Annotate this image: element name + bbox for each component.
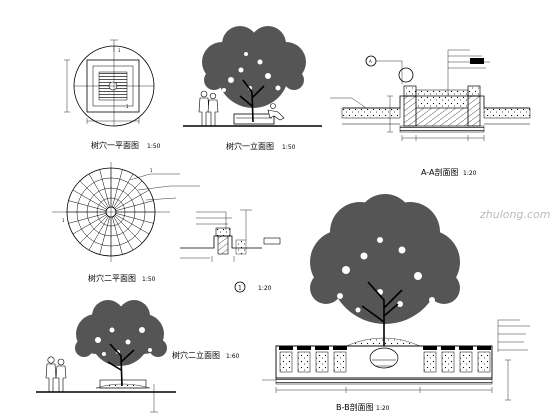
radial-paving-joint <box>115 189 150 210</box>
title-plan1: 树穴一平面图 <box>91 140 139 150</box>
radial-paving-joint <box>68 213 107 224</box>
radial-paving-joint <box>115 200 154 211</box>
radial-paving-joint <box>112 216 123 255</box>
title-elev1: 树穴一立面图 <box>226 141 274 151</box>
paver-block <box>477 351 491 373</box>
radial-paving-joint <box>112 169 123 208</box>
tree-pit-1-elevation <box>183 26 322 127</box>
radial-paving-joint <box>114 180 143 209</box>
paver-cap <box>333 346 347 350</box>
svg-text:A: A <box>369 59 372 64</box>
tree-pit-1-plan: 1 1 <box>64 39 155 127</box>
paver-block <box>423 351 437 373</box>
paver-cap <box>459 346 473 350</box>
title-detail1: 1 <box>238 285 242 292</box>
section-aa: A <box>330 49 531 141</box>
radial-paving-joint <box>88 173 109 208</box>
title-sect-aa: A-A剖面图 <box>421 167 458 177</box>
paver-block <box>333 351 347 373</box>
paver-block <box>441 351 455 373</box>
paver-cap <box>315 346 329 350</box>
radial-paving-joint <box>68 200 107 211</box>
section-bb <box>262 194 530 401</box>
detail-1 <box>180 209 281 293</box>
radial-paving-joint <box>113 173 134 208</box>
scale-elev2: 1:60 <box>226 353 240 360</box>
radial-paving-joint <box>115 214 150 235</box>
paver-block <box>459 351 473 373</box>
radial-paving-joint <box>88 216 109 251</box>
scale-sect-aa: 1:20 <box>463 170 477 177</box>
paver-cap <box>477 346 491 350</box>
radial-paving-joint <box>114 215 143 244</box>
radial-paving-joint <box>99 216 110 255</box>
svg-text:1: 1 <box>62 218 65 223</box>
svg-text:1: 1 <box>126 104 129 109</box>
title-sect-bb: B-B剖面图 <box>336 402 374 412</box>
scale-plan2: 1:50 <box>142 276 156 283</box>
paver-block <box>315 351 329 373</box>
radial-paving-joint <box>79 180 108 209</box>
watermark: zhulong.com <box>479 208 550 221</box>
paver-cap <box>441 346 455 350</box>
radial-paving-joint <box>99 169 110 208</box>
scale-detail1: 1:20 <box>258 285 272 292</box>
title-elev2: 树穴二立面图 <box>172 350 220 360</box>
scale-sect-bb: 1:20 <box>376 405 390 412</box>
paver-cap <box>297 346 311 350</box>
paver-cap <box>423 346 437 350</box>
tree-pit-2-plan: 1 1 <box>52 162 200 262</box>
radial-paving-joint <box>115 213 154 224</box>
tree-pit-2-elevation <box>36 300 176 413</box>
title-plan2: 树穴二平面图 <box>88 273 136 283</box>
radial-paving-joint <box>72 189 107 210</box>
svg-text:1: 1 <box>150 168 153 173</box>
svg-text:1: 1 <box>118 48 121 53</box>
radial-paving-joint <box>113 216 134 251</box>
radial-paving-joint <box>79 215 108 244</box>
scale-plan1: 1:50 <box>147 143 161 150</box>
paver-block <box>297 351 311 373</box>
radial-paving-joint <box>72 214 107 235</box>
paver-cap <box>279 346 293 350</box>
paver-block <box>279 351 293 373</box>
scale-elev1: 1:50 <box>282 144 296 151</box>
